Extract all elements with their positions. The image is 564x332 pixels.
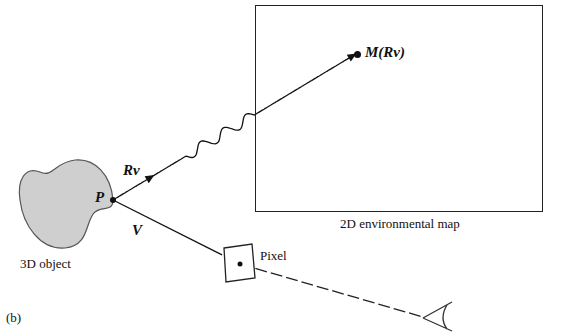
connector-line: [113, 54, 357, 201]
blob-outline: [15, 150, 125, 260]
map-point-label: M(Rv): [365, 43, 405, 61]
pixel: Pixel: [222, 244, 294, 284]
figure-label: (b): [6, 310, 21, 326]
pixel-square: [222, 244, 258, 284]
point-label: P: [95, 188, 104, 206]
object-label: 3D object: [20, 256, 71, 272]
map-dot: [354, 51, 361, 58]
edge-label: Rv: [122, 161, 141, 179]
point-dot: [110, 197, 116, 203]
environment-map: M(Rv)2D environmental map: [255, 5, 543, 212]
pixel-outline: [224, 244, 255, 282]
connector: [113, 54, 357, 201]
connector: [113, 200, 222, 255]
arrow-head: [145, 175, 155, 183]
object-shape: P 3D object: [15, 150, 113, 275]
map-title: 2D environmental map: [340, 216, 460, 232]
connector-line: [113, 200, 222, 255]
sight-line: [240, 264, 423, 317]
object-blob: [19, 160, 113, 248]
edge-label: V: [131, 221, 143, 239]
eye-symbol: [423, 302, 452, 331]
pixel-dot: [238, 262, 243, 267]
pixel-label: Pixel: [260, 248, 287, 264]
